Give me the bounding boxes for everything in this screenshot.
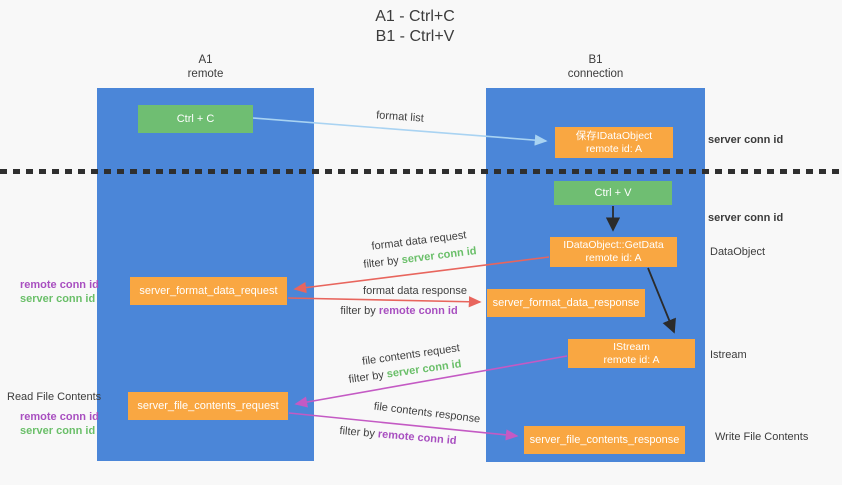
server-format-data-request-box: server_format_data_request [130, 277, 287, 305]
remote-conn-id-annotation: remote conn id [20, 411, 99, 423]
server-conn-id-annotation: server conn id [20, 425, 96, 437]
istream-line1: IStream [613, 340, 650, 353]
server-file-contents-response-label: server_file_contents_response [529, 433, 680, 446]
lifeline-a1-role: remote [187, 68, 224, 80]
diagram-title: A1 - Ctrl+C B1 - Ctrl+V [315, 7, 515, 47]
conn-id-annotation-group-bottom: remote conn id server conn id [20, 410, 99, 438]
filter-by-text: filter by [339, 424, 376, 440]
ctrl-c-label: Ctrl + C [176, 112, 215, 125]
server-file-contents-request-box: server_file_contents_request [128, 392, 288, 420]
ctrl-v-label: Ctrl + V [594, 186, 632, 199]
write-file-contents-annotation: Write File Contents [715, 431, 809, 443]
ctrl-v-box: Ctrl + V [554, 181, 672, 205]
istream-line2: remote id: A [603, 353, 660, 366]
lifeline-a1-name: A1 [198, 54, 213, 66]
remote-conn-id-annotation: remote conn id [20, 279, 99, 291]
server-format-data-response-box: server_format_data_response [487, 289, 645, 317]
remote-conn-id-text: remote conn id [378, 305, 458, 317]
istream-annotation: Istream [710, 349, 747, 361]
conn-id-annotation-group-top: remote conn id server conn id [20, 278, 99, 306]
getdata-line2: remote id: A [585, 252, 642, 264]
format-data-response-filter-label: filter by remote conn id [340, 305, 457, 317]
dotted-separator [0, 169, 842, 174]
filter-by-text: filter by [362, 254, 400, 271]
server-format-data-response-label: server_format_data_response [492, 296, 640, 309]
server-file-contents-response-box: server_file_contents_response [524, 426, 685, 454]
server-conn-id-text: server conn id [401, 245, 478, 267]
server-conn-id-annotation-mid: server conn id [708, 212, 784, 224]
save-dataobject-box: 保存IDataObject remote id: A [555, 127, 673, 158]
ctrl-c-box: Ctrl + C [138, 105, 253, 133]
server-file-contents-request-label: server_file_contents_request [137, 399, 279, 412]
save-dataobject-line2: remote id: A [585, 142, 643, 155]
filter-by-text: filter by [340, 305, 376, 317]
format-data-response-arrow [287, 296, 482, 308]
lifeline-b1-role: connection [567, 68, 624, 80]
server-conn-id-annotation-top: server conn id [708, 134, 784, 146]
title-line-1: A1 - Ctrl+C [375, 8, 455, 25]
filter-by-text: filter by [347, 369, 385, 386]
lifeline-header-a1: A1 remote [97, 53, 314, 81]
lifeline-b1-name: B1 [588, 54, 603, 66]
format-data-response-label: format data response [363, 285, 467, 297]
server-format-data-request-label: server_format_data_request [139, 284, 278, 297]
file-contents-response-filter-label: filter by remote conn id [339, 425, 457, 447]
remote-conn-id-text: remote conn id [377, 428, 457, 448]
file-contents-response-label: file contents response [373, 400, 481, 426]
save-dataobject-line1: 保存IDataObject [575, 129, 653, 142]
read-file-contents-annotation: Read File Contents [7, 391, 102, 403]
format-list-label: format list [375, 109, 425, 125]
dataobject-annotation: DataObject [710, 246, 766, 258]
getdata-box: IDataObject::GetData remote id: A [550, 237, 677, 267]
server-conn-id-annotation: server conn id [20, 293, 96, 305]
lifeline-header-b1: B1 connection [486, 53, 705, 81]
getdata-line1: IDataObject::GetData [563, 239, 664, 251]
title-line-2: B1 - Ctrl+V [375, 28, 455, 45]
istream-box: IStream remote id: A [568, 339, 695, 368]
